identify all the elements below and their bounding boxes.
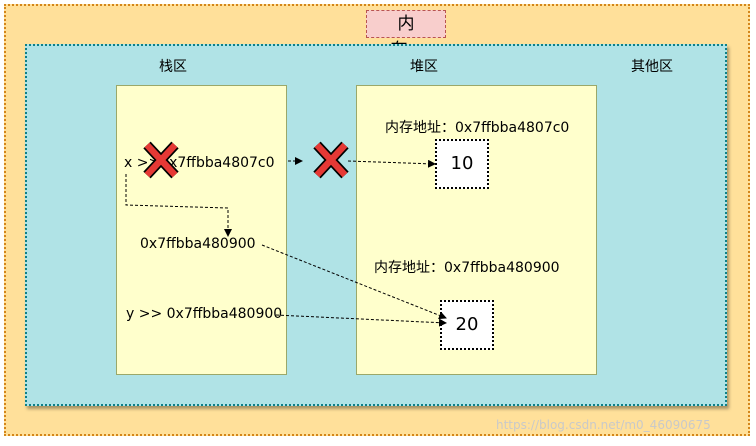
x-to-new-address-arrow — [125, 174, 232, 237]
stack-var-y: y >> 0x7ffbba480900 — [126, 306, 283, 322]
heap-value-box-2: 20 — [440, 300, 494, 350]
heap-address-1-label: 内存地址：0x7ffbba4807c0 — [385, 120, 570, 136]
cross-mark-icon — [143, 141, 179, 179]
stack-address-label: 0x7ffbba480900 — [140, 236, 256, 252]
heap-value-box-1: 10 — [435, 139, 489, 189]
heap-region-label: 堆区 — [410, 59, 438, 75]
heap-address-2-label: 内存地址：0x7ffbba480900 — [374, 260, 560, 276]
stack-region-label: 栈区 — [159, 59, 187, 75]
y-to-value-20-arrow — [275, 314, 447, 327]
stack-panel — [116, 85, 287, 375]
cross-to-value-10-arrow — [347, 159, 436, 168]
cross-mark-icon — [313, 141, 349, 179]
watermark: https://blog.csdn.net/m0_46090675 — [496, 418, 711, 432]
other-region-label: 其他区 — [631, 59, 673, 75]
address-to-value-20-arrow — [261, 244, 447, 320]
